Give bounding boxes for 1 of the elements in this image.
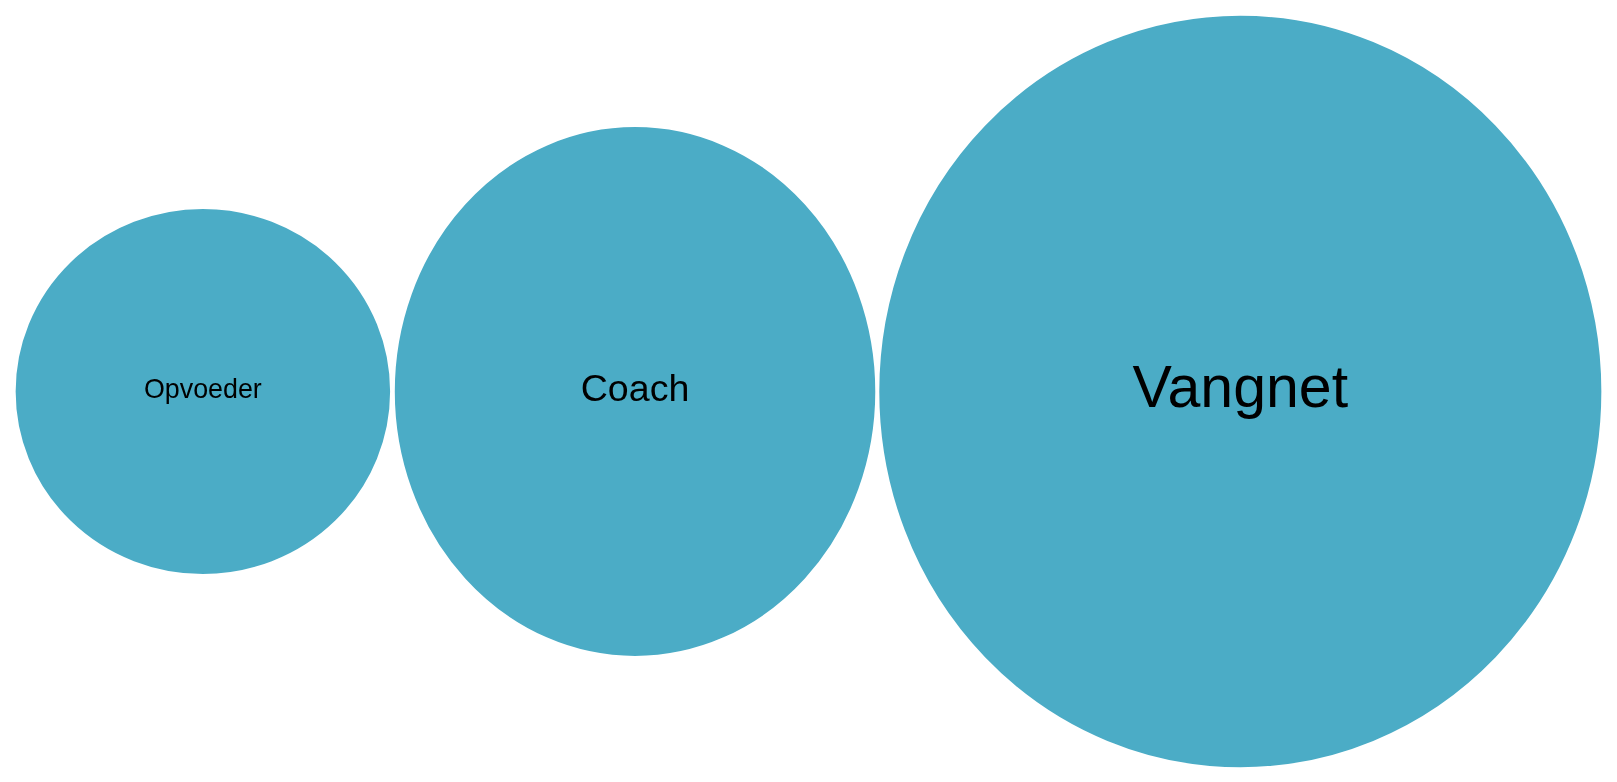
node-circle: Vangnet xyxy=(876,12,1605,770)
